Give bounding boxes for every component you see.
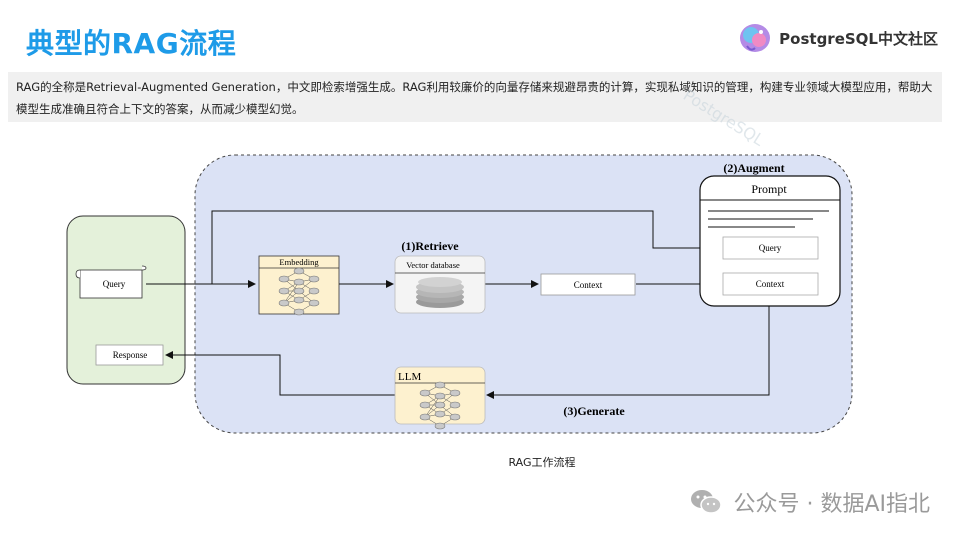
footer-attribution: 公众号 · 数据AI指北 xyxy=(689,486,930,518)
prompt-query-label: Query xyxy=(759,243,782,253)
prompt-title: Prompt xyxy=(751,182,787,196)
query-scroll[interactable]: Query xyxy=(75,265,147,299)
generate-step-label: (3)Generate xyxy=(563,404,625,418)
augment-step-label: (2)Augment xyxy=(723,161,784,175)
prompt-context-field[interactable] xyxy=(722,272,819,296)
prompt-text-lines xyxy=(708,210,829,228)
arrow-query-to-prompt xyxy=(211,210,722,284)
context-box[interactable]: Context xyxy=(540,273,636,296)
brand: PostgreSQL中文社区 xyxy=(737,20,938,56)
embedding-model[interactable]: Embedding xyxy=(258,255,340,316)
embedding-label: Embedding xyxy=(279,257,319,267)
postgresql-elephant-logo-icon xyxy=(740,24,771,52)
wechat-icon xyxy=(691,490,723,514)
response-label: Response xyxy=(113,350,148,360)
query-label: Query xyxy=(103,279,126,289)
prompt-context-label: Context xyxy=(756,279,785,289)
llm-label: LLM xyxy=(398,371,421,383)
footer-text: 公众号 · 数据AI指北 xyxy=(733,492,930,517)
context-label: Context xyxy=(574,280,603,290)
rag-pipeline-region xyxy=(194,154,853,434)
brand-name: PostgreSQL中文社区 xyxy=(779,29,938,48)
prompt-query-field[interactable] xyxy=(722,236,819,260)
diagram-caption: RAG工作流程 xyxy=(508,456,576,469)
prompt-card[interactable]: Prompt Query Context xyxy=(699,175,841,307)
arrow-prompt-to-llm xyxy=(486,306,770,399)
database-stack-icon xyxy=(416,277,464,308)
retrieve-step-label: (1)Retrieve xyxy=(401,239,459,253)
vector-database-label: Vector database xyxy=(406,260,460,270)
vector-database[interactable]: Vector database xyxy=(394,255,486,314)
client-region xyxy=(66,215,186,385)
page-title: 典型的RAG流程 xyxy=(26,27,237,60)
arrow-llm-to-response xyxy=(165,351,395,396)
intro-paragraph: RAG的全称是Retrieval-Augmented Generation，中文… xyxy=(8,72,942,122)
llm-model[interactable]: LLM xyxy=(394,366,486,430)
response-box[interactable]: Response xyxy=(95,344,164,366)
